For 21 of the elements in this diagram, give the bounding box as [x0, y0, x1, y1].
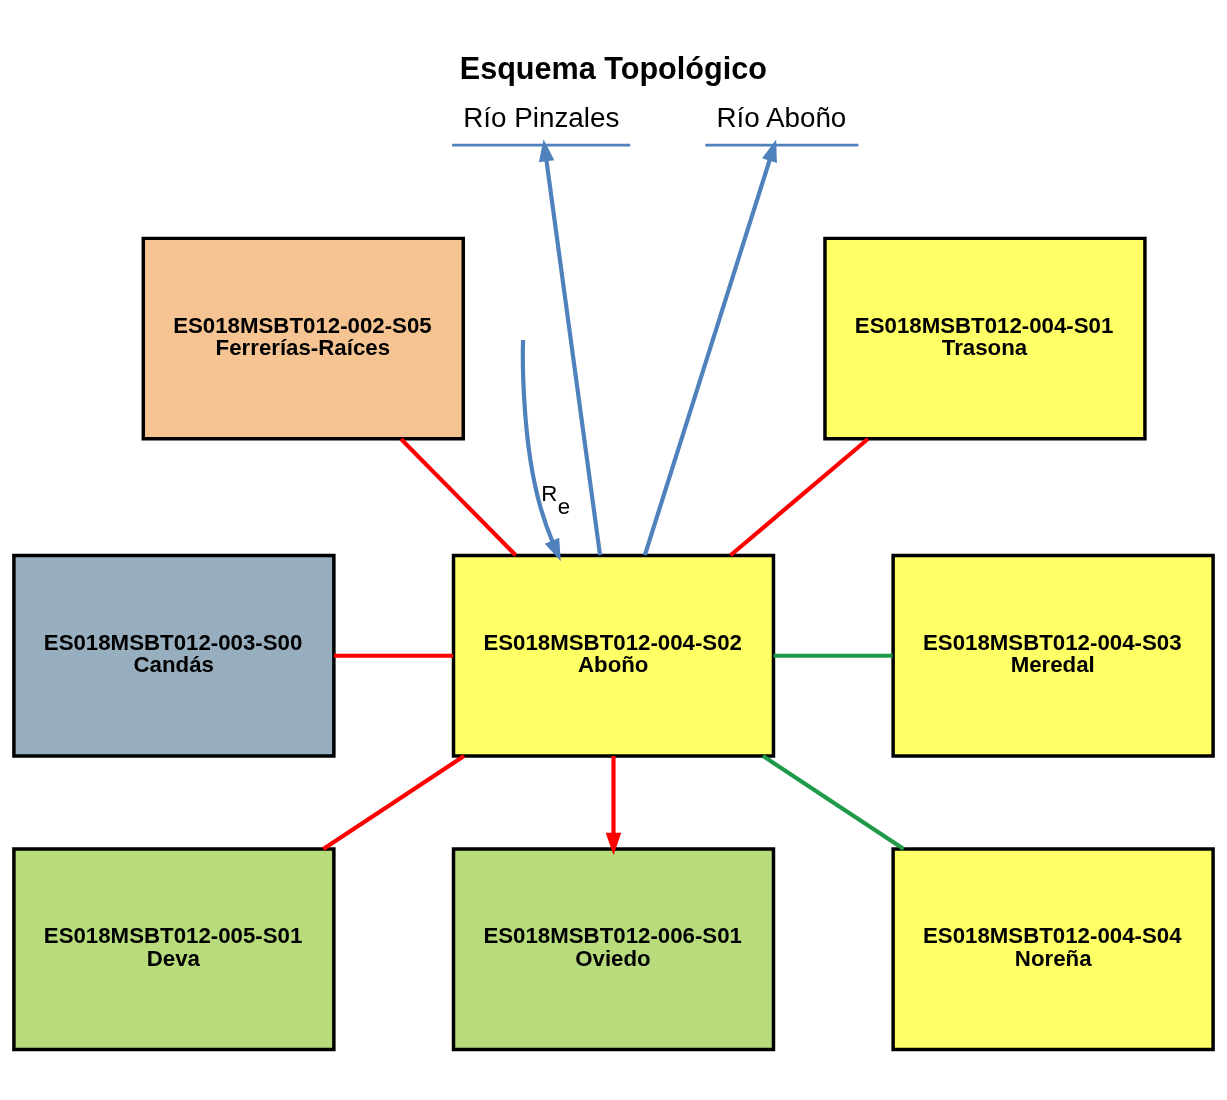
node-box: ES018MSBT012-004-S01 Trasona — [823, 236, 1147, 441]
connector — [334, 653, 453, 658]
node-box: ES018MSBT012-003-S00 Candás — [12, 553, 336, 758]
node-box: ES018MSBT012-005-S01 Deva — [12, 847, 336, 1052]
arrow — [605, 755, 622, 856]
arrow — [642, 139, 777, 556]
connector — [773, 653, 893, 658]
node-box: ES018MSBT012-004-S04 Noreña — [891, 847, 1215, 1052]
diagram-title: Esquema Topológico — [459, 51, 767, 86]
arrow — [538, 139, 603, 556]
connector — [322, 754, 466, 851]
node-box: ES018MSBT012-004-S02 Aboño — [451, 553, 776, 758]
connector — [729, 437, 870, 557]
connector — [399, 437, 518, 557]
node-text: Río Aboño — [716, 102, 847, 134]
node-text: Río Pinzales — [463, 102, 620, 134]
node-box: ES018MSBT012-002-S05 Ferrerías-Raíces — [141, 236, 465, 441]
node-box: ES018MSBT012-006-S01 Oviedo — [451, 847, 776, 1052]
connector — [761, 754, 905, 851]
arrow — [520, 339, 561, 562]
node-box: ES018MSBT012-004-S03 Meredal — [891, 553, 1215, 758]
